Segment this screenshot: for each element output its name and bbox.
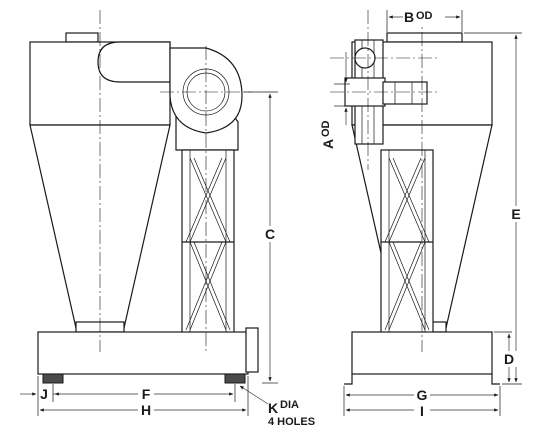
front-view	[29, 10, 259, 384]
dim-d-label: D	[504, 351, 514, 367]
dim-a-label: A	[320, 139, 336, 149]
dim-i-label: I	[420, 403, 424, 419]
dim-j-label: J	[40, 386, 48, 402]
front-base-frame	[37, 331, 249, 375]
side-motor	[382, 81, 428, 105]
dim-k-suffix: DIA	[280, 399, 299, 411]
side-outlet-collar	[386, 32, 463, 43]
dim-g-label: G	[417, 387, 428, 403]
dim-e-label: E	[511, 206, 520, 222]
side-foot-right	[491, 374, 500, 385]
front-foot-left	[42, 373, 64, 384]
side-base-frame	[351, 331, 493, 375]
dim-b-label: B	[404, 9, 414, 25]
dim-a-suffix: OD	[320, 120, 332, 137]
front-inlet-duct	[97, 41, 171, 83]
front-outlet-collar	[65, 32, 99, 43]
dim-c-label: C	[265, 226, 275, 242]
front-foot-right	[224, 373, 246, 384]
side-foot-left	[344, 374, 353, 385]
front-base-side-plate	[245, 327, 259, 373]
dim-k-label: K	[268, 400, 278, 416]
dim-k-leader	[239, 385, 269, 405]
side-view	[330, 10, 500, 385]
dim-b-suffix: OD	[416, 10, 433, 22]
dim-k-note: 4 HOLES	[268, 416, 315, 425]
dim-f-label: F	[142, 386, 151, 402]
dim-h-label: H	[141, 402, 151, 418]
dimensions: C E D B OD A OD J F	[20, 8, 524, 425]
